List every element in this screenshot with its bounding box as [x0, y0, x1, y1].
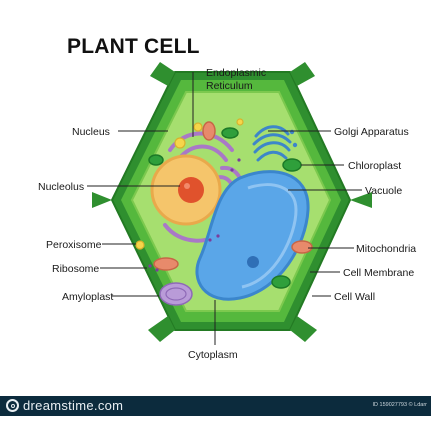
- label-nucleolus: Nucleolus: [38, 181, 84, 193]
- label-cell-wall: Cell Wall: [334, 291, 375, 303]
- label-amyloplast: Amyloplast: [62, 291, 113, 303]
- label-vacuole: Vacuole: [365, 185, 402, 197]
- label-peroxisome: Peroxisome: [46, 239, 101, 251]
- nucleus: [152, 156, 220, 224]
- label-nucleus: Nucleus: [72, 126, 110, 138]
- label-chloroplast: Chloroplast: [348, 160, 401, 172]
- watermark-footer: dreamstime.com ID 159027793 © Ldarr: [0, 396, 431, 416]
- image-id: ID 159027793 © Ldarr: [372, 402, 427, 408]
- brand-name: dreamstime.com: [23, 398, 123, 413]
- amyloplast: [160, 283, 192, 305]
- label-endoplasmic-reticulum-line1: Endoplasmic: [206, 67, 266, 79]
- label-cell-membrane: Cell Membrane: [343, 267, 414, 279]
- label-ribosome: Ribosome: [52, 263, 99, 275]
- dreamstime-logo-icon: [6, 399, 19, 412]
- label-golgi-apparatus: Golgi Apparatus: [334, 126, 409, 138]
- brand[interactable]: dreamstime.com: [6, 398, 123, 413]
- nucleolus: [178, 177, 204, 203]
- label-endoplasmic-reticulum-line2: Reticulum: [206, 80, 253, 92]
- diagram-title: PLANT CELL: [67, 35, 200, 59]
- label-cytoplasm: Cytoplasm: [188, 349, 238, 361]
- label-mitochondria: Mitochondria: [356, 243, 416, 255]
